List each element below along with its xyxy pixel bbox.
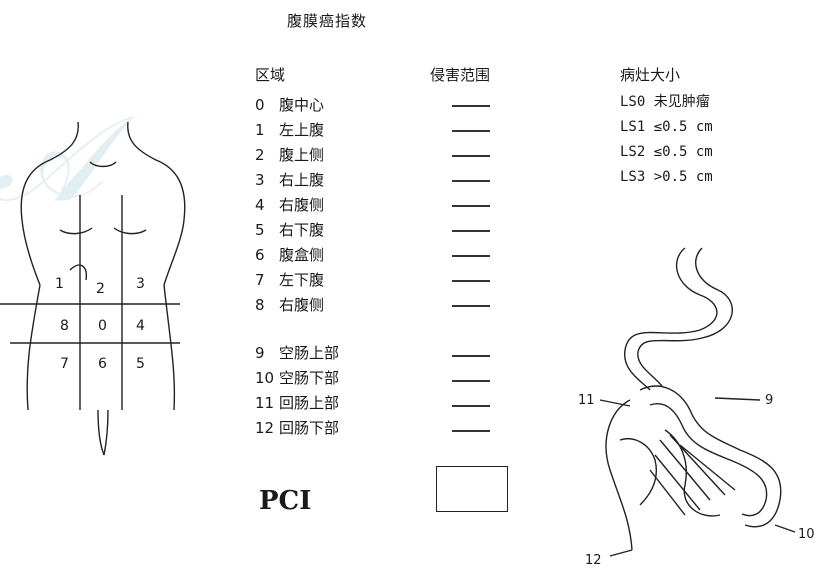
extent-blank bbox=[452, 230, 490, 232]
label-leader-10 bbox=[774, 524, 796, 533]
intestine-label: 11 bbox=[578, 393, 595, 408]
lesion-size-item: LS1 ≤0.5 cm bbox=[620, 119, 713, 135]
right-shoulder-outline bbox=[127, 121, 186, 286]
grid-label: 2 bbox=[96, 281, 105, 297]
chest-line-left bbox=[59, 227, 93, 235]
intestine-label: 12 bbox=[585, 553, 602, 566]
label-leader-11 bbox=[599, 399, 631, 407]
pci-label: PCI bbox=[259, 486, 312, 516]
ileum-outline bbox=[605, 399, 633, 551]
lower-midline-2 bbox=[103, 409, 109, 456]
rib-line bbox=[69, 264, 87, 281]
torso-region-diagram: 1 2 3 8 0 4 7 6 5 bbox=[0, 121, 186, 456]
extent-blank bbox=[452, 255, 490, 257]
extent-blank bbox=[452, 155, 490, 157]
grid-label: 1 bbox=[55, 276, 64, 292]
label-leader-9 bbox=[714, 397, 761, 401]
small-intestine-diagram: 9 10 11 12 bbox=[578, 247, 815, 566]
grid-label: 5 bbox=[136, 356, 145, 372]
grid-label: 0 bbox=[98, 318, 107, 334]
grid-label: 4 bbox=[136, 318, 145, 334]
left-flank-outline bbox=[26, 284, 41, 411]
extent-blank bbox=[452, 180, 490, 182]
lower-midline bbox=[97, 409, 105, 456]
jejunum-outline bbox=[639, 385, 782, 528]
extent-column-header: 侵害范围 bbox=[430, 66, 491, 84]
loop-outline bbox=[619, 438, 657, 506]
region-column-header: 区域 bbox=[255, 66, 286, 84]
intestine-label: 10 bbox=[798, 527, 815, 542]
left-shoulder-outline bbox=[20, 121, 79, 286]
label-leader-12 bbox=[609, 549, 633, 557]
stomach-outline-inner bbox=[637, 247, 733, 387]
lesion-size-legend: LS0 未见肿瘤 LS1 ≤0.5 cm LS2 ≤0.5 cm LS3 >0.… bbox=[620, 90, 713, 190]
grid-label: 8 bbox=[60, 318, 69, 334]
extent-blank bbox=[452, 305, 490, 307]
intestine-label: 9 bbox=[765, 393, 773, 408]
extent-blank bbox=[452, 405, 490, 407]
grid-label: 7 bbox=[60, 356, 69, 372]
chest-line-right bbox=[113, 227, 147, 235]
lesion-size-column-header: 病灶大小 bbox=[620, 66, 681, 84]
extent-blank bbox=[452, 130, 490, 132]
right-flank-outline bbox=[163, 284, 176, 411]
page-title: 腹膜癌指数 bbox=[287, 12, 368, 30]
extent-blank bbox=[452, 355, 490, 357]
grid-label: 6 bbox=[98, 356, 107, 372]
extent-blank bbox=[452, 205, 490, 207]
extent-blank bbox=[452, 380, 490, 382]
lesion-size-item: LS3 >0.5 cm bbox=[620, 169, 713, 185]
clavicle-line bbox=[89, 161, 117, 168]
extent-blank bbox=[452, 280, 490, 282]
pci-score-box bbox=[436, 466, 508, 512]
lesion-size-item: LS2 ≤0.5 cm bbox=[620, 144, 713, 160]
jejunum-inner bbox=[649, 403, 768, 517]
lesion-size-item: LS0 未见肿瘤 bbox=[620, 94, 710, 110]
extent-blank bbox=[452, 105, 490, 107]
extent-blank bbox=[452, 430, 490, 432]
loop-outline-2 bbox=[664, 429, 721, 517]
grid-label: 3 bbox=[136, 276, 145, 292]
mesentery-hatching bbox=[649, 434, 736, 516]
stomach-outline bbox=[624, 247, 718, 391]
